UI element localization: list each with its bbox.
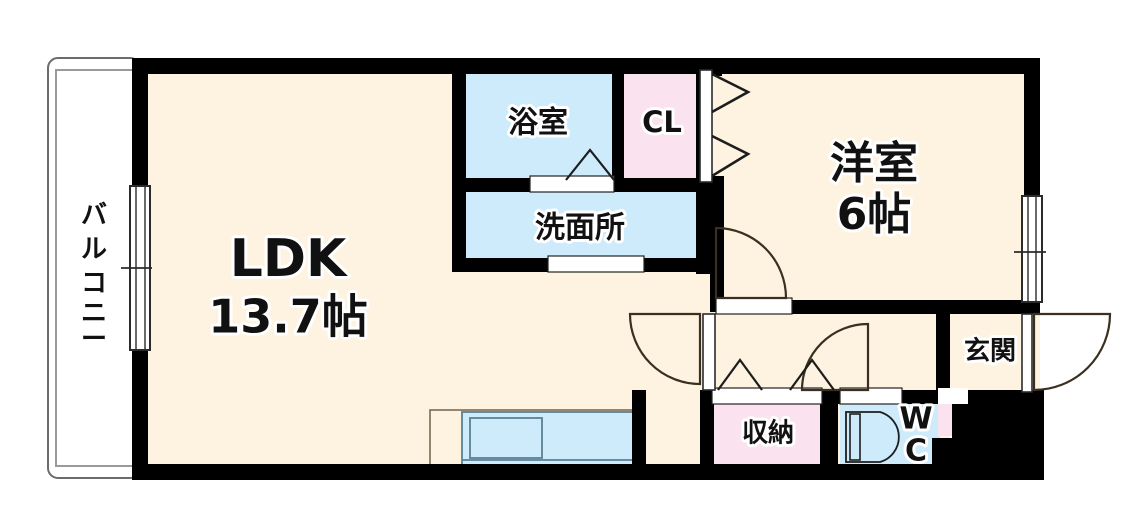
room-labels: LDK 13.7帖 洋室 6帖 浴室 CL 洗面所 収納 W C 玄関 バ ル … [78, 102, 1019, 472]
sink-bowl [469, 417, 543, 459]
yoshitsu-label: 洋室 [830, 138, 918, 189]
door-swings [628, 226, 1112, 392]
wall-exterior-left-lower [132, 350, 148, 480]
wall-exterior-left-upper [132, 58, 148, 186]
yoshitsu-area-label: 6帖 [837, 189, 912, 240]
ldk-area-label: 13.7帖 [208, 290, 368, 344]
wall-bath-cl-divider [612, 62, 624, 182]
cl-folding-chevron-lower [711, 134, 751, 178]
wall-genkan-stub [932, 438, 954, 472]
yokushitsu-label: 浴室 [508, 106, 568, 141]
senmenjo-label: 洗面所 [535, 211, 625, 246]
genkan-frame [1021, 313, 1033, 393]
bedroom-door-swing [714, 226, 788, 300]
yokushitsu-door-opening [529, 175, 615, 193]
wall-exterior-top [132, 58, 1040, 74]
sliding-door-marks [565, 148, 835, 391]
balcony-window [121, 185, 152, 351]
balcony-char-4: ー [81, 325, 107, 355]
sliding-mark-b [789, 358, 835, 391]
wall-exterior-right-upper [1024, 58, 1040, 198]
shuno-door-opening [711, 387, 823, 405]
entry-door-swing [1032, 312, 1112, 392]
wall-genkan-left [936, 314, 950, 392]
cl-folding-chevron-upper [711, 72, 751, 114]
sliding-mark-a [717, 358, 763, 391]
senmenjo-floor-fill [462, 190, 696, 266]
toilet-bowl [845, 411, 900, 463]
corridor-door-track [702, 313, 716, 391]
wall-bedroom-bottom [788, 300, 1026, 314]
wall-block-bottom-right [952, 390, 1044, 480]
cl-floor-fill [622, 62, 696, 180]
wall-wetzone-left [452, 62, 466, 272]
bedroom-window [1014, 195, 1046, 303]
shuno-floor-fill [712, 402, 820, 472]
wall-shuno-wc-divider [820, 390, 838, 472]
wc-label-bottom: C [905, 434, 927, 469]
wall-cl-passage-top [710, 62, 722, 76]
cl-door-track [699, 69, 713, 183]
senmenjo-door-opening [547, 255, 645, 273]
kitchen-counter [429, 409, 641, 473]
genkan-inner-door-swing [800, 322, 870, 392]
closet-folding-door [699, 69, 751, 183]
balcony-char-3: ニ [81, 299, 107, 329]
shuno-label: 収納 [742, 418, 794, 449]
wc-door-opening [839, 387, 903, 405]
wall-corridor-left [700, 390, 714, 470]
genkan-track-rect [1021, 313, 1033, 393]
balcony-char-1: ル [81, 235, 107, 265]
wc-label-top: W [899, 402, 932, 437]
corridor-track-rect [702, 313, 716, 391]
wall-exterior-right-lower [1024, 300, 1040, 314]
genkan-threshold [938, 388, 968, 404]
bedroom-window-frame [1021, 195, 1043, 303]
hall-door-swing [628, 312, 702, 386]
balcony-char-0: バ [81, 201, 107, 231]
toilet-tank [849, 413, 861, 461]
balcony-label: バ ル コ ニ ー [78, 198, 110, 358]
ldk-label: LDK [230, 229, 348, 289]
wall-kitchen-right [632, 400, 646, 472]
wall-exterior-bottom [132, 464, 952, 480]
balcony-char-2: コ [81, 269, 107, 299]
genkan-label: 玄関 [964, 336, 1016, 367]
yoshitsu-door-opening [715, 297, 793, 315]
cl-label: CL [642, 105, 682, 139]
yokushitsu-floor-fill [462, 62, 618, 180]
bath-door-triangle [565, 148, 615, 181]
door-openings [529, 175, 968, 405]
